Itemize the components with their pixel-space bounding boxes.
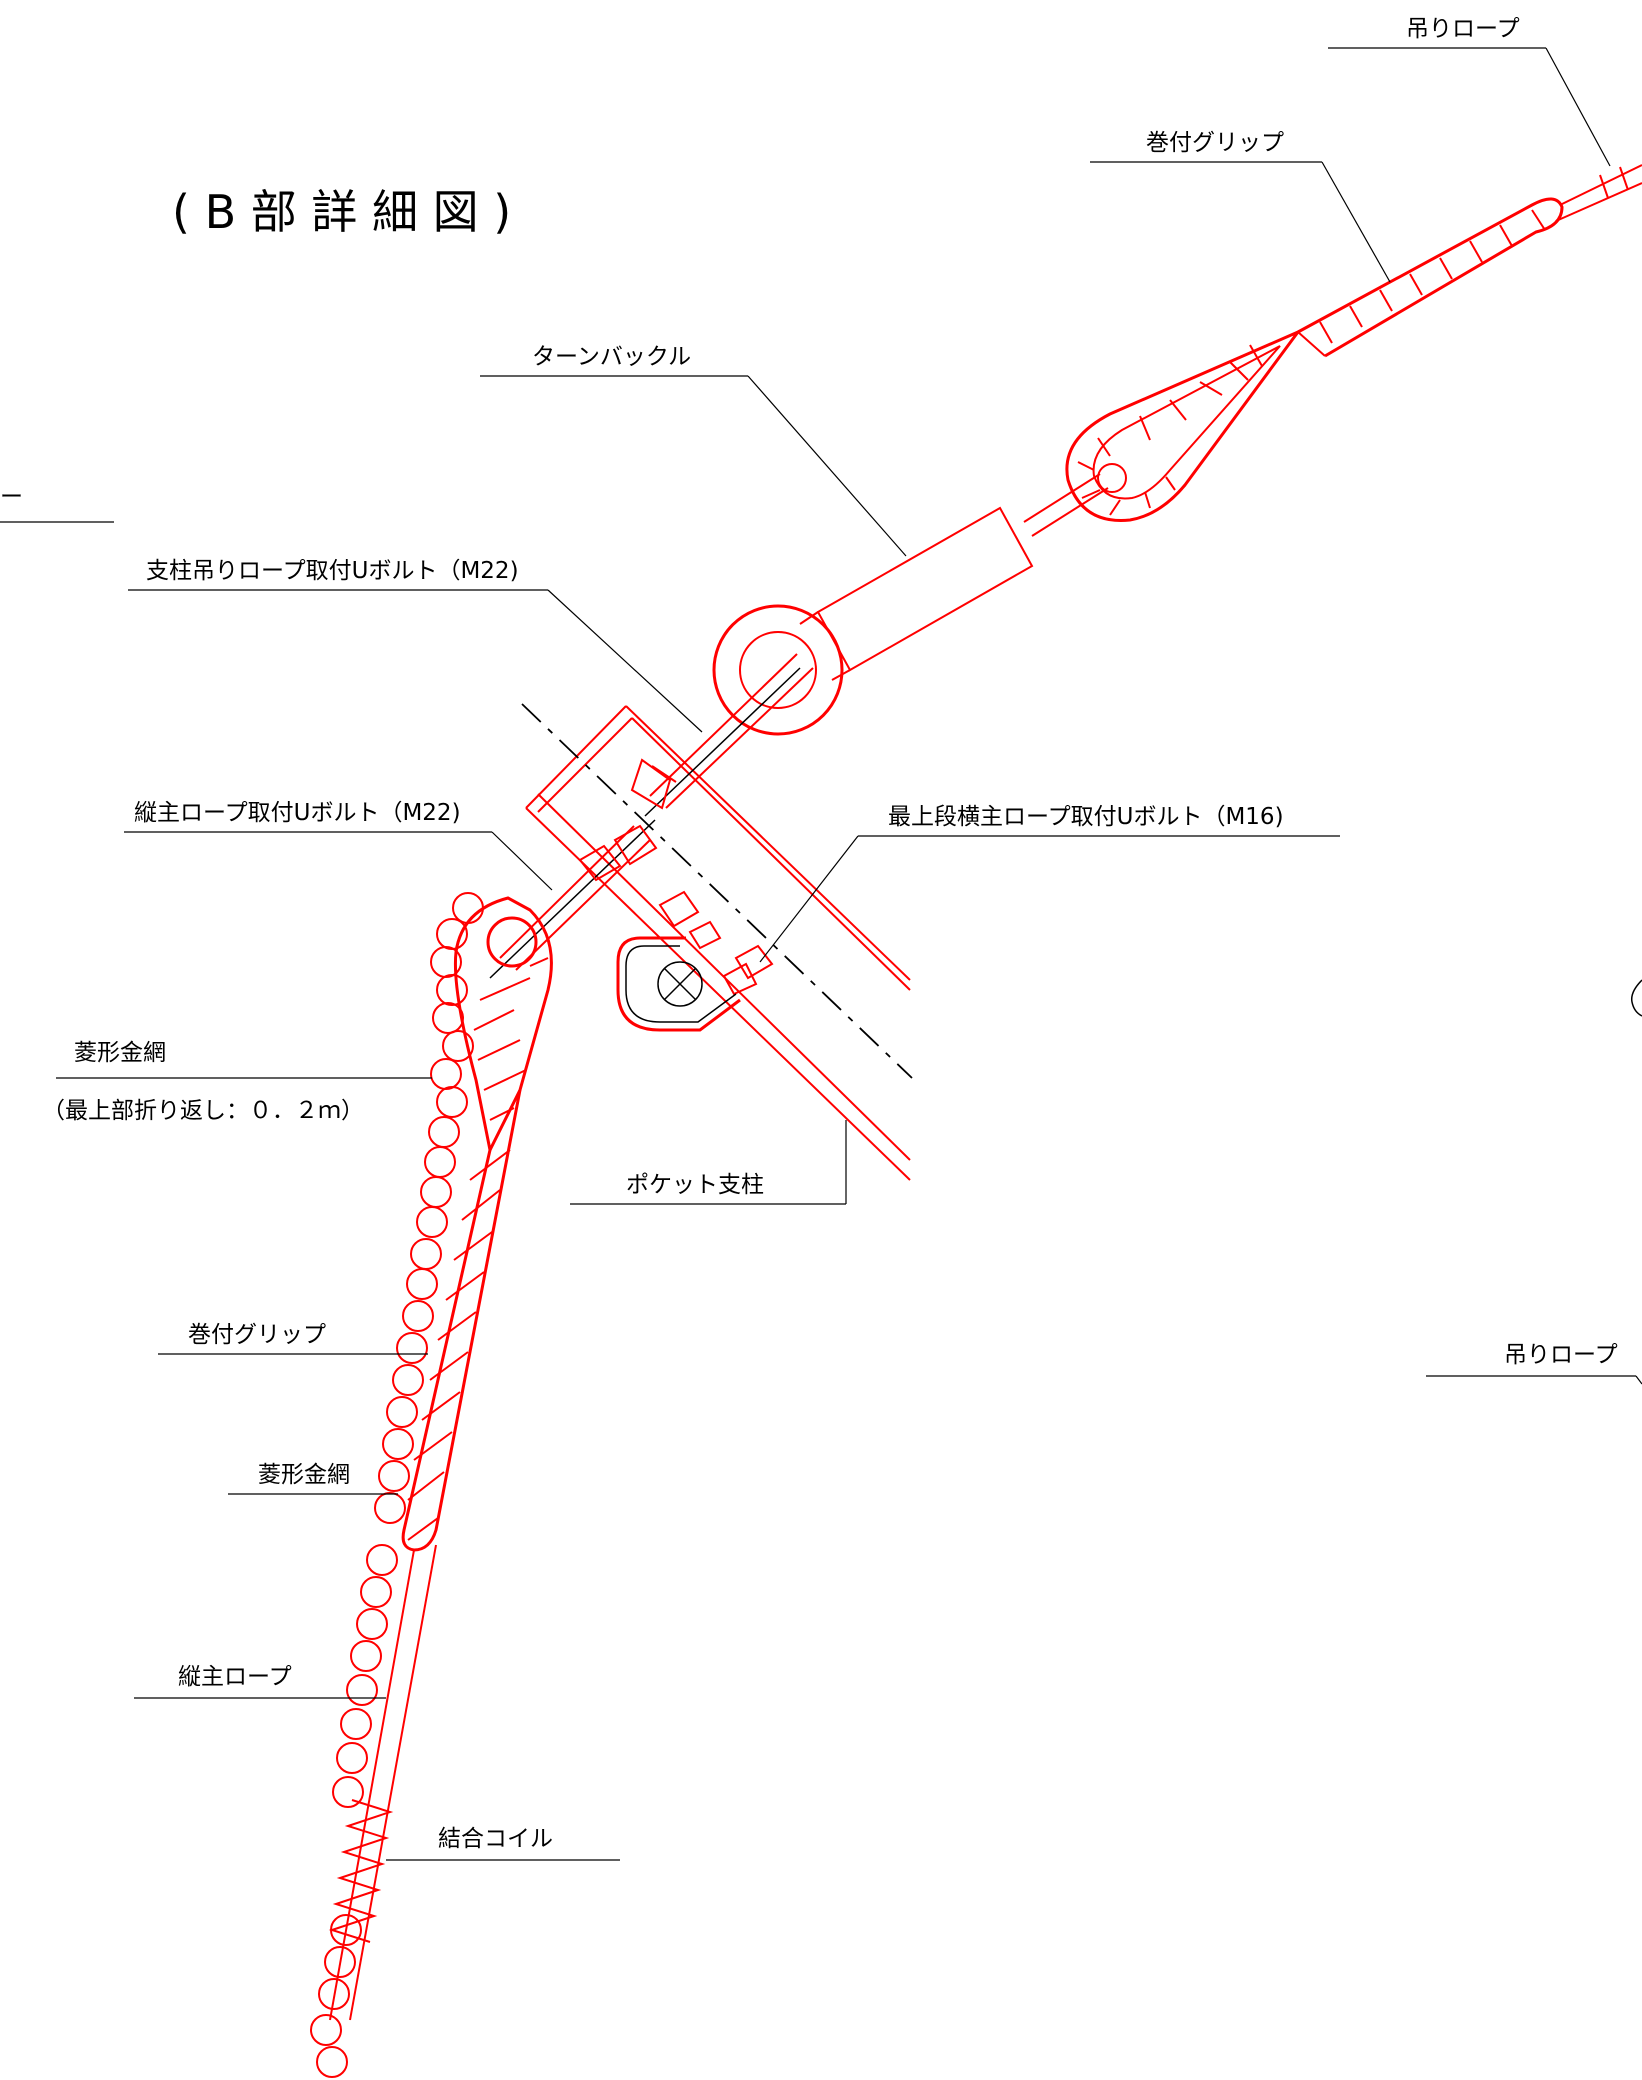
vertical-ubolt bbox=[489, 819, 656, 979]
svg-text:ポケット支柱: ポケット支柱 bbox=[626, 1172, 764, 1198]
nut-6 bbox=[734, 944, 774, 980]
label-hanging-rope-right: 吊りロープ bbox=[1426, 1342, 1636, 1377]
label-wrap-grip-top: 巻付グリップ bbox=[1090, 130, 1391, 283]
svg-text:吊りロープ: 吊りロープ bbox=[1406, 16, 1520, 42]
label-wrap-grip-bottom: 巻付グリップ bbox=[158, 1322, 428, 1355]
label-top-horizontal-ubolt: 最上段横主ロープ取付Uボルト（M16) bbox=[759, 804, 1340, 963]
right-edge-fragments bbox=[1630, 979, 1642, 1385]
vertical-rope-eye bbox=[453, 896, 553, 1155]
svg-text:縦主ロープ: 縦主ロープ bbox=[178, 1664, 292, 1690]
post-hanging-ubolt bbox=[644, 653, 814, 817]
svg-text:支柱吊りロープ取付Uボルト（M22): 支柱吊りロープ取付Uボルト（M22) bbox=[146, 558, 519, 584]
label-hanging-rope-top: 吊りロープ bbox=[1328, 16, 1611, 167]
svg-text:最上段横主ロープ取付Uボルト（M16): 最上段横主ロープ取付Uボルト（M16) bbox=[888, 804, 1284, 830]
nut-4 bbox=[658, 890, 700, 928]
coupling-coil bbox=[328, 1799, 394, 1943]
wrap-grip-lower bbox=[401, 1089, 522, 1552]
svg-text:菱形金網: 菱形金網 bbox=[258, 1462, 350, 1488]
rope-eye-upper bbox=[1065, 328, 1303, 522]
nut-7 bbox=[722, 962, 758, 996]
label-turnbuckle: ターンバックル bbox=[480, 344, 907, 557]
svg-text:ー: ー bbox=[0, 484, 23, 510]
label-wire-mesh-2: 菱形金網 bbox=[228, 1462, 398, 1495]
wire-mesh-loops bbox=[310, 892, 484, 2078]
svg-text:巻付グリップ: 巻付グリップ bbox=[1146, 130, 1284, 156]
label-post-hanging-ubolt: 支柱吊りロープ取付Uボルト（M22) bbox=[128, 558, 703, 733]
ring-eye bbox=[712, 604, 844, 736]
drawing-title: ( B 部 詳 細 図 ) bbox=[172, 185, 511, 239]
label-coupling-coil: 結合コイル bbox=[386, 1826, 620, 1861]
svg-text:結合コイル: 結合コイル bbox=[438, 1826, 553, 1852]
label-pocket-post: ポケット支柱 bbox=[570, 1120, 847, 1205]
svg-text:縦主ロープ取付Uボルト（M22): 縦主ロープ取付Uボルト（M22) bbox=[134, 800, 461, 826]
hanging-rope-upper bbox=[1555, 164, 1642, 222]
label-vertical-ubolt: 縦主ロープ取付Uボルト（M22) bbox=[124, 800, 553, 891]
turnbuckle bbox=[799, 473, 1109, 681]
nut-3 bbox=[578, 844, 622, 882]
pocket-post bbox=[521, 703, 913, 1181]
label-wire-mesh-1: 菱形金網 （最上部折り返し：０．２ｍ） bbox=[42, 1040, 432, 1124]
svg-text:ターンバックル: ターンバックル bbox=[532, 344, 691, 370]
top-horizontal-ubolt bbox=[616, 936, 741, 1032]
nut-1 bbox=[630, 758, 672, 810]
label-vertical-rope: 縦主ロープ bbox=[134, 1664, 386, 1699]
svg-text:巻付グリップ: 巻付グリップ bbox=[188, 1322, 326, 1348]
nut-5 bbox=[688, 920, 722, 950]
wrap-grip-upper bbox=[1297, 197, 1564, 358]
label-cut-left: ー bbox=[0, 484, 114, 523]
nut-2 bbox=[613, 824, 658, 866]
svg-text:菱形金網: 菱形金網 bbox=[74, 1040, 166, 1066]
nut-group bbox=[578, 758, 774, 996]
svg-text:吊りロープ: 吊りロープ bbox=[1504, 1342, 1618, 1368]
svg-text:（最上部折り返し：０．２ｍ）: （最上部折り返し：０．２ｍ） bbox=[42, 1098, 364, 1124]
